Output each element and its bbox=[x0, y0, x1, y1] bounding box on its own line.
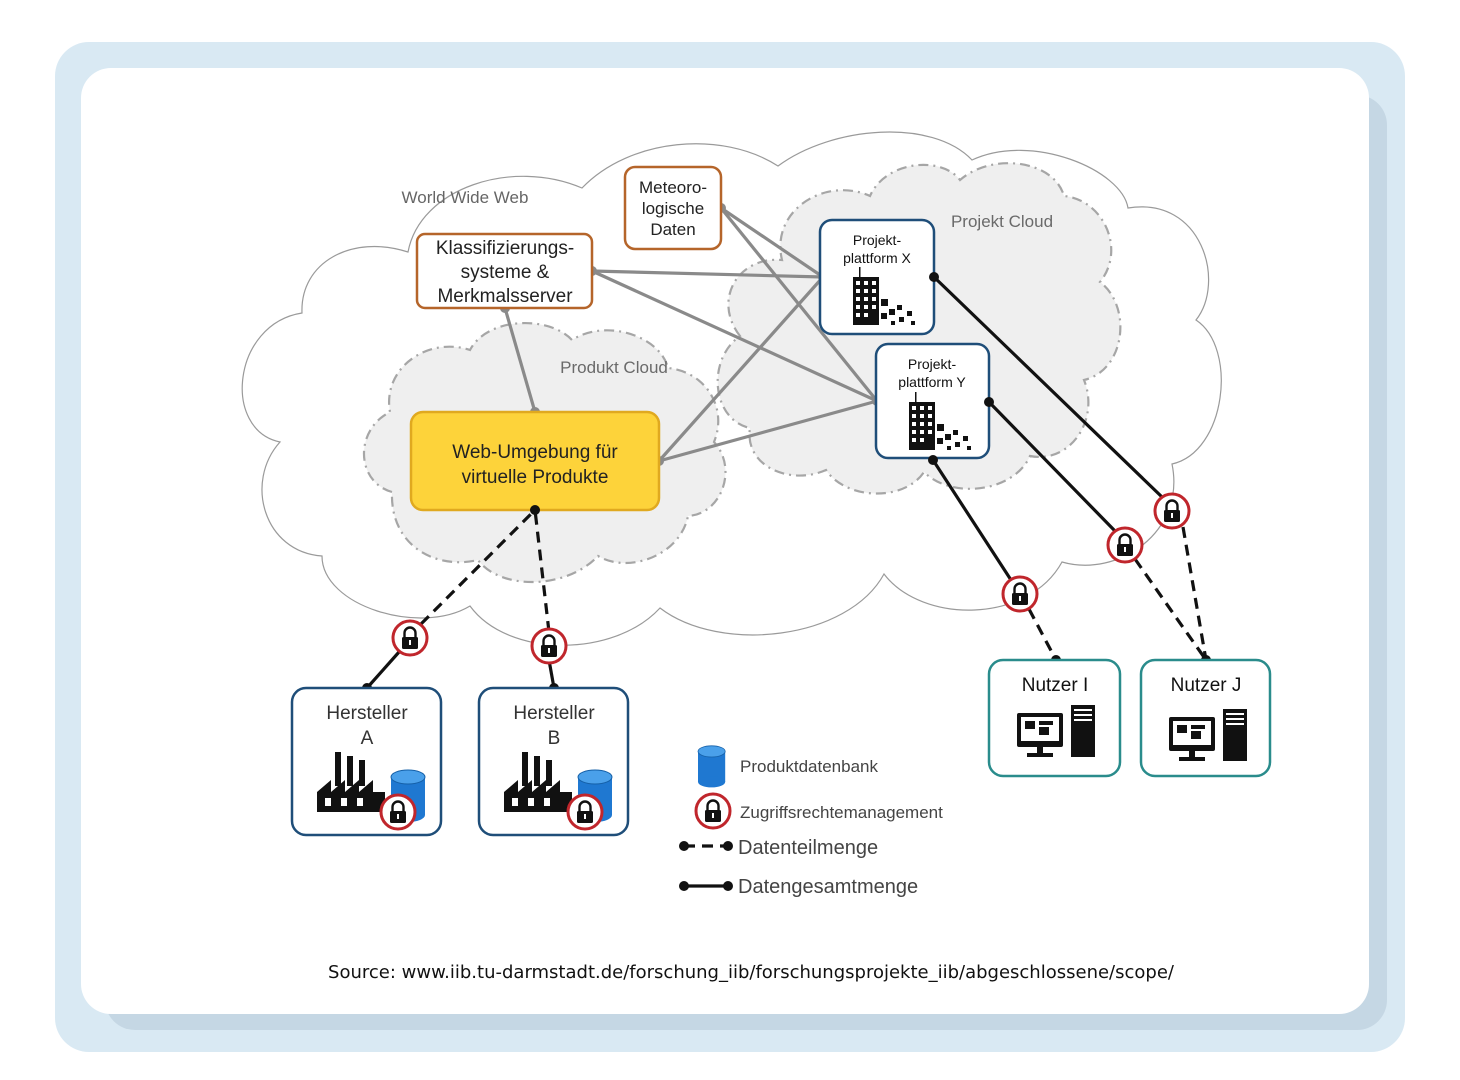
legend-db-label: Produktdatenbank bbox=[740, 757, 878, 776]
partial-data-links bbox=[419, 508, 1208, 661]
legend-dashed-label: Datenteilmenge bbox=[738, 837, 878, 859]
access-lock-icon bbox=[530, 627, 568, 665]
access-lock-icon bbox=[1106, 526, 1144, 564]
legend-solid-label: Datengesamtmenge bbox=[738, 876, 918, 898]
link-web-klass bbox=[503, 307, 537, 413]
www-cloud-label: World Wide Web bbox=[402, 188, 529, 207]
link-klass-plattform-y bbox=[591, 269, 878, 403]
web-label-line1: Web-Umgebung für bbox=[452, 442, 618, 463]
nutzer-j-label: Nutzer J bbox=[1171, 675, 1242, 696]
web-umgebung-box: Web-Umgebung für virtuelle Produkte bbox=[409, 410, 661, 512]
meteo-label-line2: logische bbox=[642, 199, 704, 218]
hersteller-b-label-line1: Hersteller bbox=[513, 703, 595, 724]
klass-label-line1: Klassifizierungs- bbox=[436, 238, 574, 259]
web-label-line2: virtuelle Produkte bbox=[462, 467, 609, 488]
access-lock-icon bbox=[1153, 492, 1191, 530]
web-connections bbox=[503, 206, 879, 463]
projektplattform-y-box: Projekt- plattform Y bbox=[874, 342, 991, 460]
nutzer-i-label: Nutzer I bbox=[1022, 675, 1089, 696]
plattform-y-label-line2: plattform Y bbox=[898, 374, 966, 390]
plattform-y-label-line1: Projekt- bbox=[908, 356, 957, 372]
klassifizierung-box: Klassifizierungs- systeme & Merkmalsserv… bbox=[415, 232, 594, 310]
hersteller-a-box: Hersteller A bbox=[290, 686, 443, 837]
access-lock-icon bbox=[391, 619, 429, 657]
link-web-plattform-y bbox=[658, 399, 878, 463]
meteo-label-line1: Meteoro- bbox=[639, 178, 707, 197]
produkt-cloud-label: Produkt Cloud bbox=[560, 358, 668, 377]
projektplattform-x-box: Projekt- plattform X bbox=[818, 218, 936, 336]
link-web-plattform-x bbox=[657, 275, 825, 463]
plattform-x-label-line1: Projekt- bbox=[853, 232, 902, 248]
full-data-links bbox=[365, 275, 1164, 690]
access-lock-icon bbox=[566, 793, 604, 831]
source-caption: Source: www.iib.tu-darmstadt.de/forschun… bbox=[328, 962, 1174, 983]
hersteller-a-label-line2: A bbox=[361, 728, 374, 749]
klass-label-line2: systeme & bbox=[461, 262, 550, 283]
access-lock-icon bbox=[1001, 575, 1039, 613]
hersteller-a-label-line1: Hersteller bbox=[326, 703, 408, 724]
meteo-label-line3: Daten bbox=[650, 220, 695, 239]
hersteller-b-label-line2: B bbox=[548, 728, 561, 749]
link-meteo-plattform-x bbox=[720, 206, 824, 279]
legend-lock-label: Zugriffsrechtemanagement bbox=[740, 803, 943, 822]
hersteller-b-box: Hersteller B bbox=[477, 686, 630, 837]
nutzer-j-box: Nutzer J bbox=[1139, 658, 1272, 778]
projekt-cloud-label: Projekt Cloud bbox=[951, 212, 1053, 231]
legend-lock-icon bbox=[694, 792, 732, 830]
klass-label-line3: Merkmalsserver bbox=[437, 286, 573, 307]
access-lock-icon bbox=[379, 793, 417, 831]
link-klass-plattform-x bbox=[591, 269, 824, 279]
legend-database-icon bbox=[697, 745, 726, 788]
nutzer-i-box: Nutzer I bbox=[987, 658, 1122, 778]
plattform-x-label-line2: plattform X bbox=[843, 250, 911, 266]
meteo-data-box: Meteoro- logische Daten bbox=[623, 165, 723, 251]
legend: Produktdatenbank Zugriffsrechtemanagemen… bbox=[679, 745, 943, 898]
link-meteo-plattform-y bbox=[719, 206, 879, 403]
